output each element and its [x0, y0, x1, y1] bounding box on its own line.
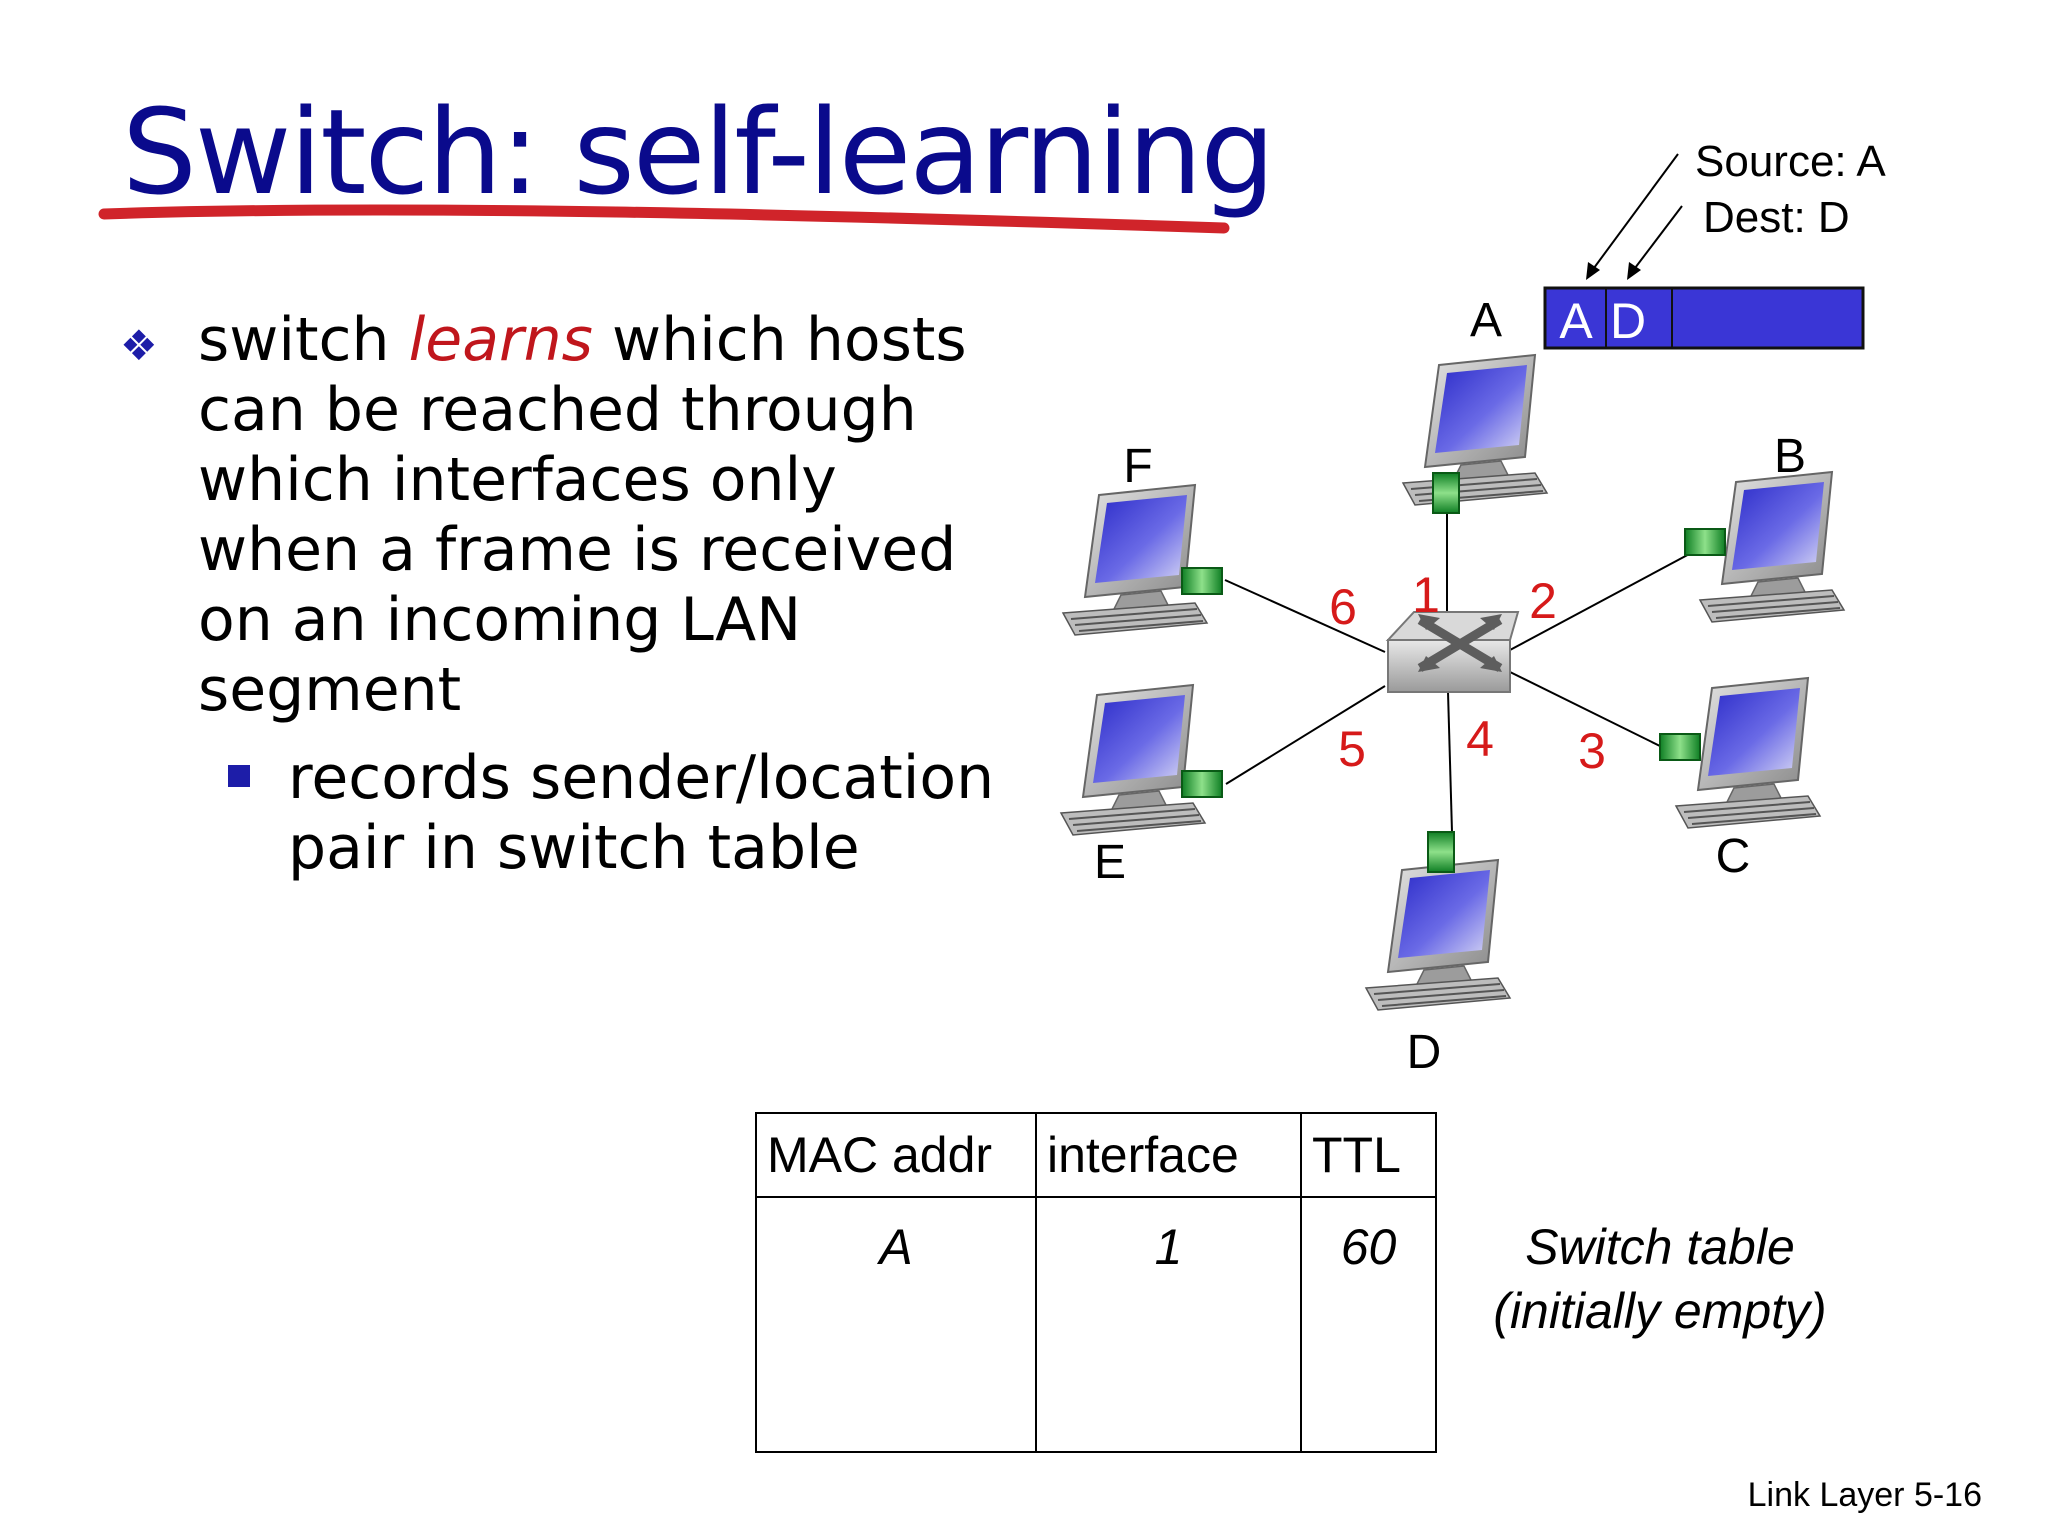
interface-number-1: 1	[1412, 567, 1440, 623]
square-bullet-icon	[228, 765, 250, 787]
host-c	[1659, 677, 1821, 829]
bullet-main-emphasis: learns	[408, 305, 593, 375]
host-d	[1365, 831, 1511, 1011]
host-e	[1060, 684, 1223, 836]
slide-title: Switch: self-learning	[122, 83, 1275, 221]
host-label-c: C	[1716, 830, 1751, 883]
interface-number-6: 6	[1329, 579, 1357, 635]
header-mac-addr: MAC addr	[755, 1112, 1037, 1198]
bullet-main-text-end: which hosts can be reached through which…	[198, 305, 967, 725]
table-caption-line2: (initially empty)	[1493, 1283, 1827, 1339]
frame-source-field: A	[1559, 293, 1593, 349]
slide-footer: Link Layer 5-16	[1747, 1476, 1982, 1514]
bullet-list: ❖ switch learns which hosts can be reach…	[120, 305, 1000, 883]
bullet-main: ❖ switch learns which hosts can be reach…	[120, 305, 1000, 725]
host-label-f: F	[1123, 440, 1152, 493]
host-f	[1062, 484, 1223, 636]
host-label-d: D	[1407, 1026, 1442, 1079]
cell-mac-addr: A	[755, 1196, 1037, 1453]
diamond-bullet-icon: ❖	[120, 321, 158, 370]
frame-callout-arrows	[1586, 153, 1683, 280]
bullet-sub: records sender/location pair in switch t…	[120, 743, 1000, 883]
bullet-sub-text: records sender/location pair in switch t…	[288, 743, 995, 883]
host-label-b: B	[1774, 430, 1806, 483]
cell-interface: 1	[1035, 1196, 1302, 1453]
host-label-e: E	[1094, 836, 1126, 889]
table-row: A 1 60	[755, 1196, 1437, 1453]
host-a	[1402, 354, 1548, 514]
bullet-main-text-start: switch	[198, 305, 409, 375]
interface-number-4: 4	[1466, 711, 1494, 767]
header-interface: interface	[1035, 1112, 1302, 1198]
frame-dest-label: Dest: D	[1703, 193, 1850, 242]
frame-icon: A D	[1543, 286, 1865, 350]
interface-number-3: 3	[1578, 723, 1606, 779]
switch-table: MAC addr interface TTL A 1 60	[755, 1112, 1437, 1453]
host-label-a: A	[1470, 294, 1502, 347]
table-caption: Switch table (initially empty)	[1470, 1215, 1850, 1343]
host-b	[1684, 471, 1845, 623]
table-caption-line1: Switch table	[1525, 1219, 1795, 1275]
switch-icon	[1385, 611, 1520, 693]
switch-table-header-row: MAC addr interface TTL	[755, 1112, 1437, 1198]
frame-dest-field: D	[1610, 293, 1646, 349]
cell-ttl: 60	[1300, 1196, 1437, 1453]
interface-number-2: 2	[1529, 573, 1557, 629]
frame-source-label: Source: A	[1695, 137, 1886, 186]
header-ttl: TTL	[1300, 1112, 1437, 1198]
interface-number-5: 5	[1338, 721, 1366, 777]
